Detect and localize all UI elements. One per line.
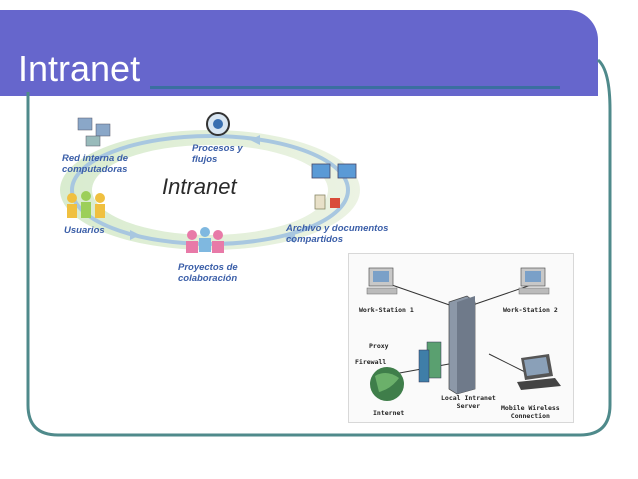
ws2-label: Work-Station 2: [503, 306, 558, 314]
firewall-icon: [418, 349, 430, 383]
laptop-icon: [517, 354, 561, 390]
network-graphic: [366, 267, 561, 401]
proxy-label: Proxy: [369, 342, 389, 350]
shared-files-icon: [311, 163, 357, 210]
collaboration-people-icon: [186, 227, 224, 253]
node-label-computer-network: Red interna de computadoras: [62, 153, 128, 175]
workstation-icon: [518, 267, 550, 295]
title-bar: Intranet: [0, 10, 598, 96]
arrow-icon: [285, 233, 295, 243]
process-icon: [206, 112, 230, 136]
computer-network-icon: [77, 117, 111, 147]
mobile-label: Mobile Wireless Connection: [501, 404, 560, 420]
globe-icon: [370, 367, 404, 401]
firewall-label: Firewall: [355, 358, 387, 366]
server-label: Local Intranet Server: [441, 394, 496, 410]
ws1-label: Work-Station 1: [359, 306, 414, 314]
cycle-graphic: [60, 112, 360, 253]
node-label-users: Usuarios: [64, 225, 105, 236]
intranet-cycle-diagram: Intranet Red interna de computadoras Pro…: [40, 110, 400, 300]
internet-label: Internet: [373, 409, 405, 417]
users-icon: [67, 191, 105, 218]
arrow-icon: [130, 230, 140, 240]
arrow-icon: [250, 135, 260, 145]
network-diagram: Work-Station 1 Work-Station 2 Proxy Fire…: [348, 253, 574, 423]
center-label: Intranet: [162, 174, 237, 199]
node-label-processes: Procesos y flujos: [192, 143, 243, 165]
title-underline: [150, 86, 560, 89]
server-icon: [448, 295, 476, 395]
node-label-collaboration: Proyectos de colaboración: [178, 262, 238, 284]
workstation-icon: [366, 267, 398, 295]
slide-title: Intranet: [18, 48, 141, 89]
node-label-shared-files: Archivo y documentos compartidos: [286, 223, 389, 245]
